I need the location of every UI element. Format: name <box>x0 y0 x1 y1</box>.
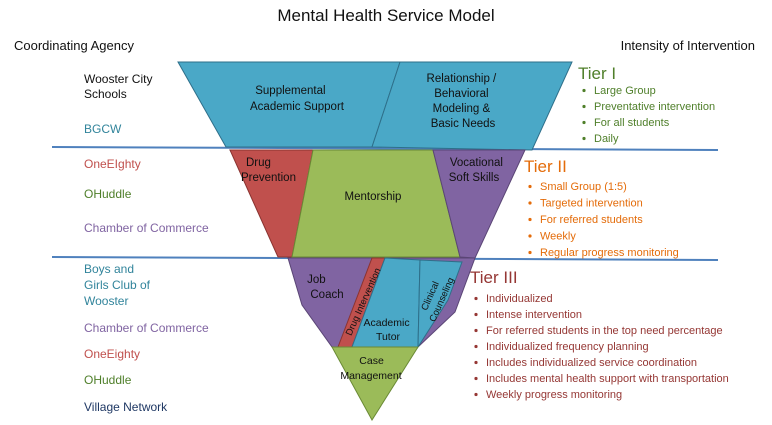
bullet-dot <box>474 312 478 317</box>
bullet-dot <box>474 376 478 381</box>
tier-2-bullet: Targeted intervention <box>540 198 643 210</box>
clinical-counseling-segment <box>417 259 463 349</box>
bullet-dot <box>582 88 586 93</box>
agency-tier3-2: OneEighty <box>84 347 140 361</box>
tier-2-bullet: Regular progress monitoring <box>540 247 679 259</box>
bullet-dot <box>474 296 478 301</box>
tier-1-bullet: Large Group <box>594 85 656 97</box>
tier-1-heading: Tier I <box>578 64 616 83</box>
agency-tier3-3: OHuddle <box>84 373 132 387</box>
agency-tier3-1: Chamber of Commerce <box>84 321 209 335</box>
tier-2-bullet: For referred students <box>540 214 643 226</box>
bullet-dot <box>474 344 478 349</box>
tier-3-bullet: Includes individualized service coordina… <box>486 357 697 369</box>
bullet-dot <box>474 392 478 397</box>
bullet-dot <box>528 217 532 222</box>
tier-1-bullet: For all students <box>594 117 670 129</box>
tier-1-bullet: Daily <box>594 133 619 145</box>
relationship-behavioral-label: Relationship / Behavioral Modeling & Bas… <box>427 73 500 130</box>
tier-3-bullet: Intense intervention <box>486 309 582 321</box>
agency-tier2-2: Chamber of Commerce <box>84 221 209 235</box>
case-management-segment <box>331 346 419 421</box>
bullet-dot <box>528 201 532 205</box>
bullet-dot <box>474 360 478 365</box>
tier-3-bullet: Individualized <box>486 293 553 305</box>
bullet-dot <box>528 234 532 238</box>
drug-prevention-label: Drug Prevention <box>241 157 296 184</box>
tier1-divider-line <box>51 146 719 151</box>
mentorship-segment <box>291 149 461 258</box>
vocational-soft-skills-label: Vocational Soft Skills <box>449 157 506 184</box>
agency-tier1-1: BGCW <box>84 122 122 136</box>
job-coach-label: Job Coach <box>307 274 344 301</box>
tier-3-bullet: For referred students in the top need pe… <box>486 325 723 337</box>
tier-3-bullet: Weekly progress monitoring <box>486 389 622 401</box>
case-management-label: Case Management <box>340 355 401 382</box>
agency-tier2-0: OneEIghty <box>84 157 141 171</box>
bullet-dot <box>528 250 532 255</box>
agency-tier2-1: OHuddle <box>84 187 132 201</box>
tier-2-bullet: Small Group (1:5) <box>540 181 627 193</box>
tier-3-heading: Tier III <box>470 268 518 287</box>
supplemental-academic-support-label: Supplemental Academic Support <box>250 85 345 113</box>
academic-tutor-label: Academic Tutor <box>363 317 412 343</box>
intensity-header: Intensity of Intervention <box>621 38 755 53</box>
coordinating-agency-header: Coordinating Agency <box>14 38 134 53</box>
bullet-dot <box>474 328 478 333</box>
relationship-behavioral-segment <box>371 61 573 151</box>
bullet-dot <box>528 184 532 189</box>
bullet-dot <box>582 136 586 141</box>
bullet-dot <box>582 120 586 125</box>
tier-3-bullet: Includes mental health support with tran… <box>486 373 729 385</box>
diagram-title: Mental Health Service Model <box>277 6 494 25</box>
tier-3-bullet: Individualized frequency planning <box>486 341 649 353</box>
tier-2-heading: Tier II <box>524 157 567 176</box>
mentorship-label: Mentorship <box>345 191 402 203</box>
tier-1-bullet: Preventative intervention <box>594 101 715 113</box>
agency-tier3-4: Village Network <box>84 400 168 414</box>
tier-2-bullet: Weekly <box>540 231 576 243</box>
bullet-dot <box>582 104 586 109</box>
